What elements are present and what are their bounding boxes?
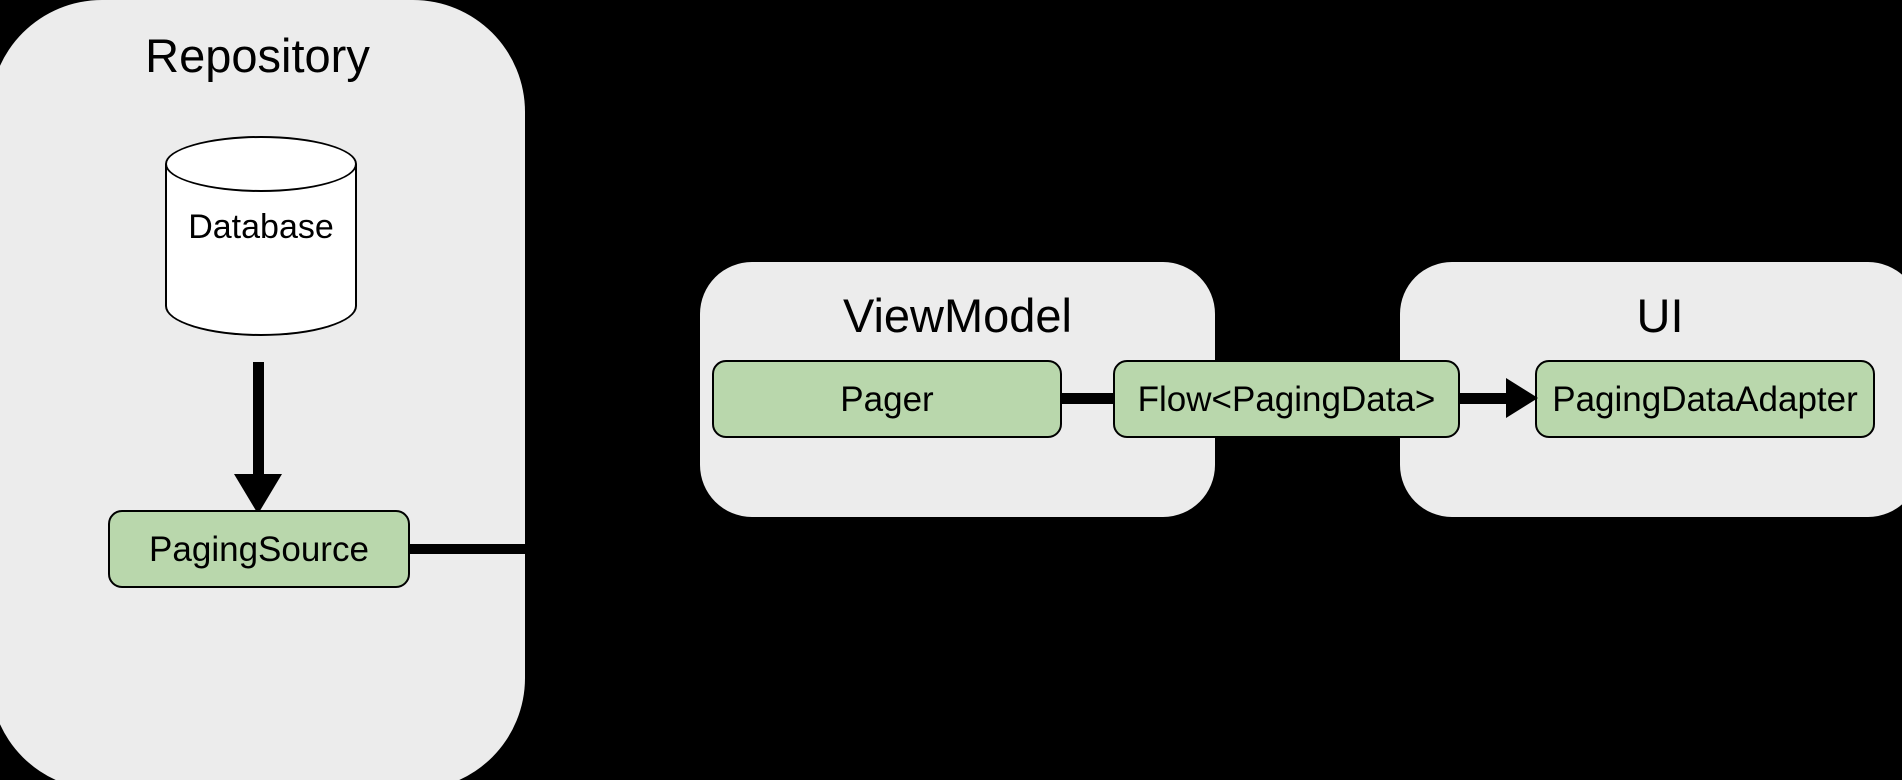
node-database[interactable]: Database [165, 136, 357, 364]
panel-repository-title: Repository [145, 29, 370, 82]
panel-viewmodel-title: ViewModel [842, 289, 1073, 342]
connector-flow-to-adapter [1456, 393, 1512, 404]
node-paging-data-adapter[interactable]: PagingDataAdapter [1535, 360, 1875, 438]
cylinder-body [165, 164, 357, 336]
node-flow-pagingdata[interactable]: Flow<PagingData> [1113, 360, 1460, 438]
connector-database-to-pagingsource [253, 362, 264, 480]
arrowhead-right-icon [562, 378, 592, 418]
cylinder-top-ellipse [165, 136, 357, 192]
connector-pager-to-flow [1058, 393, 1118, 404]
node-paging-source[interactable]: PagingSource [108, 510, 410, 588]
arrowhead-right-icon [1506, 378, 1538, 418]
arrowhead-down-icon [234, 474, 282, 514]
connector-pagingsource-to-pager [410, 544, 525, 554]
node-database-label: Database [188, 208, 334, 246]
panel-ui-title: UI [1636, 289, 1684, 342]
node-pager[interactable]: Pager [712, 360, 1062, 438]
